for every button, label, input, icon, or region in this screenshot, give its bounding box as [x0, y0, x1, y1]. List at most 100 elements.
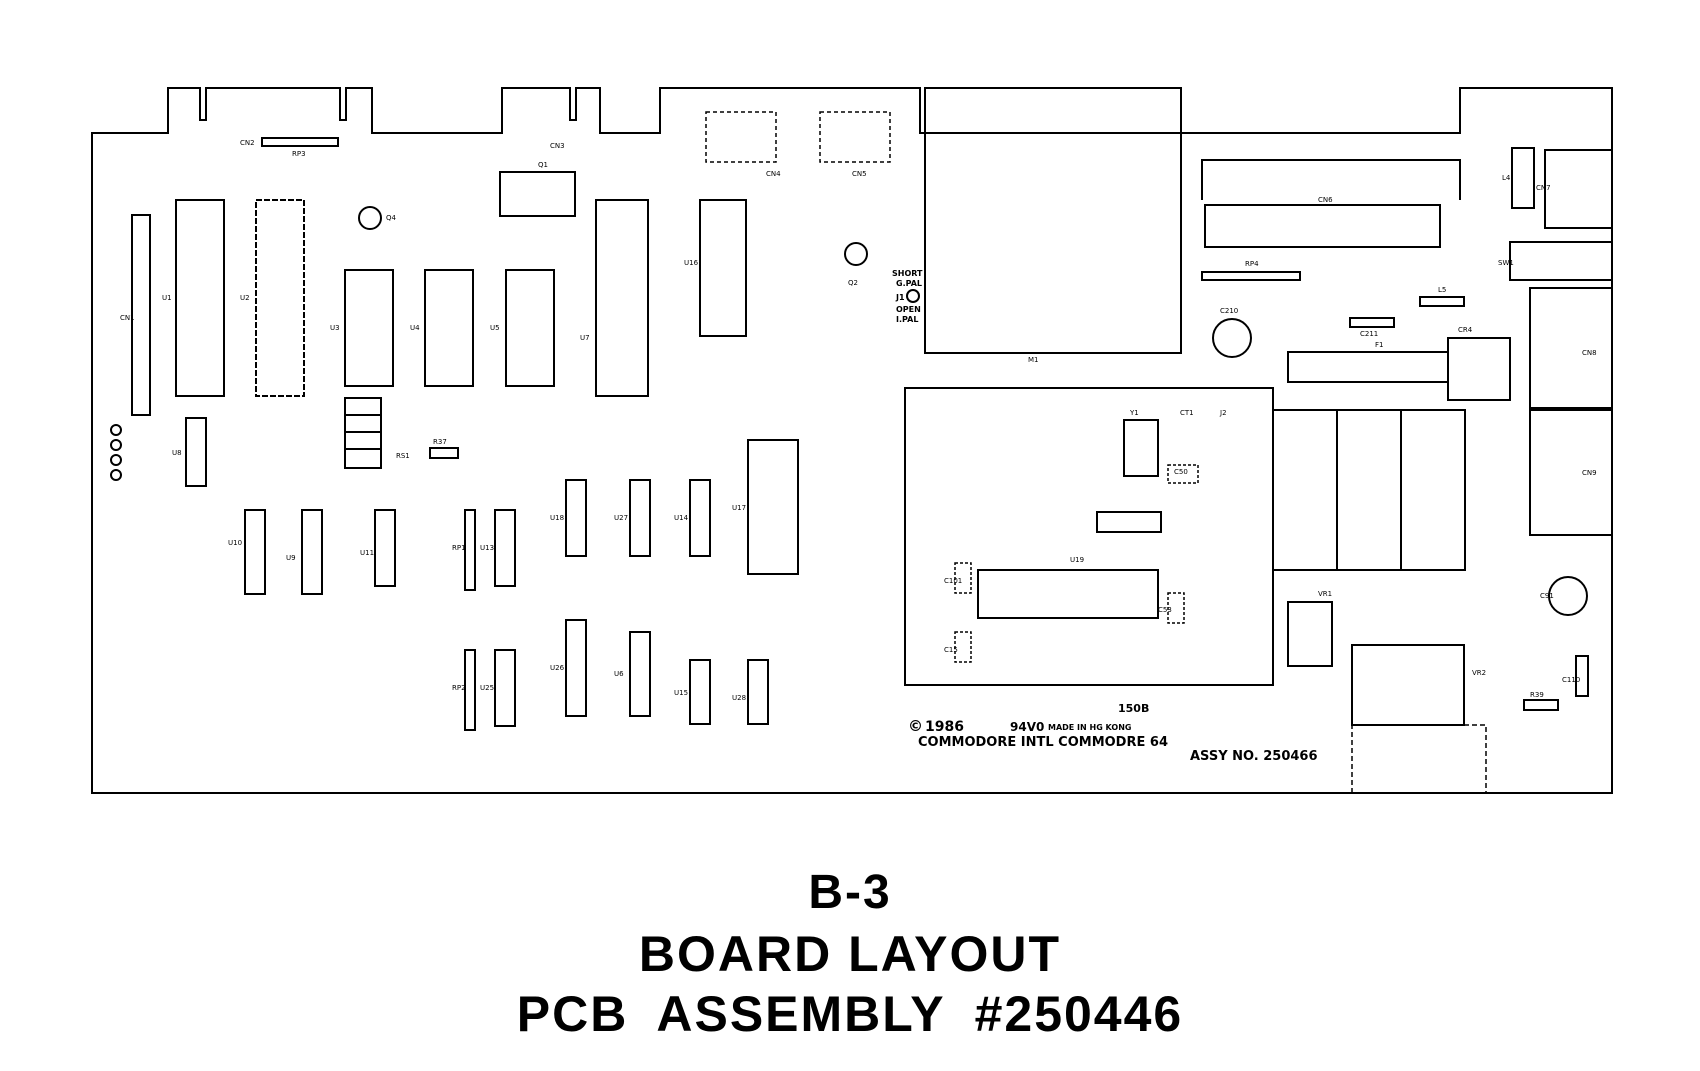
m1-label: M1 — [1028, 356, 1039, 364]
inductor-l4 — [1511, 147, 1535, 209]
component-label: SW1 — [1498, 259, 1514, 267]
component-label: L4 — [1502, 174, 1511, 182]
component-label: U7 — [580, 334, 590, 342]
port-cn4-label: CN4 — [766, 170, 781, 178]
chip-u6 — [629, 631, 651, 717]
regulator-vr2 — [1351, 644, 1465, 726]
copyright-symbol: © — [908, 717, 923, 735]
board-rev: 150B — [1118, 702, 1149, 715]
component-label: U9 — [286, 554, 296, 562]
cap-c110 — [1575, 655, 1589, 697]
transistor-q4 — [358, 206, 382, 230]
rating: 94V0 — [1010, 720, 1044, 734]
inductor-l5 — [1419, 296, 1465, 307]
maker-line: COMMODORE INTL COMMODRE 64 — [918, 735, 1168, 750]
fuse-f1 — [1287, 351, 1449, 383]
port-cn3-label: CN3 — [550, 142, 565, 150]
port-cn6 — [1204, 204, 1441, 248]
chip-u3 — [344, 269, 394, 387]
component-label: U28 — [732, 694, 746, 702]
cap-c50 — [1167, 464, 1199, 484]
component-label: U14 — [674, 514, 689, 522]
port-cn6-label: CN6 — [1318, 196, 1333, 204]
rp3-component — [261, 137, 339, 147]
port-cn8 — [1529, 287, 1613, 409]
component-label: RP2 — [452, 684, 466, 692]
chip-u26 — [565, 619, 587, 717]
component-label: U6 — [614, 670, 624, 678]
chip-u8 — [185, 417, 207, 487]
component-label: U1 — [162, 294, 172, 302]
chip-u5 — [505, 269, 555, 387]
component-label: U19 — [1070, 556, 1084, 564]
heatsink-area — [1272, 409, 1466, 571]
chip-u25 — [494, 649, 516, 727]
port-cn9 — [1529, 409, 1613, 536]
cap-c210 — [1212, 318, 1252, 358]
port-cn7 — [1544, 149, 1613, 229]
rp1-component — [464, 509, 476, 591]
cap-c91 — [1548, 576, 1588, 616]
q1-component — [499, 171, 576, 217]
chip-u13 — [494, 509, 516, 587]
copyright-year: 1986 — [925, 719, 964, 735]
expansion-port-outline — [1201, 159, 1461, 200]
port-cn4 — [705, 111, 777, 163]
component-label: Q4 — [386, 214, 397, 222]
chip-u17 — [747, 439, 799, 575]
component-label: U3 — [330, 324, 340, 332]
component-label: Y1 — [1129, 409, 1139, 417]
rf-modulator-m1 — [924, 87, 1182, 354]
chip-small-u — [1096, 511, 1162, 533]
cap-c53 — [1167, 592, 1185, 624]
diode-cr16 — [110, 469, 122, 481]
chip-u28 — [747, 659, 769, 725]
figure-title: BOARD LAYOUT — [638, 926, 1062, 982]
component-label: U16 — [684, 259, 699, 267]
component-label: C15 — [944, 646, 958, 654]
shield-area — [904, 387, 1274, 686]
port-cn5 — [819, 111, 891, 163]
rp2-component — [464, 649, 476, 731]
resistor-r37 — [429, 447, 459, 459]
component-label: C50 — [1174, 468, 1188, 476]
jumper-open: OPEN — [896, 305, 921, 314]
component-label: CN7 — [1536, 184, 1551, 192]
crystal-y1 — [1123, 419, 1159, 477]
jumper-name: J1 — [895, 293, 905, 302]
component-label: R37 — [433, 438, 447, 446]
chip-u11 — [374, 509, 396, 587]
resistor-r39 — [1523, 699, 1559, 711]
transistor-q2 — [844, 242, 868, 266]
cap-c211 — [1349, 317, 1395, 328]
component-label: CN8 — [1582, 349, 1597, 357]
component-label: U18 — [550, 514, 564, 522]
chip-u10 — [244, 509, 266, 595]
component-label: C53 — [1158, 606, 1172, 614]
cap-c101 — [954, 562, 972, 594]
chip-u2 — [255, 199, 305, 397]
cap-c15 — [954, 631, 972, 663]
jumper-open-mode: I.PAL — [896, 315, 918, 324]
component-label: U10 — [228, 539, 242, 547]
cn1-label: CN1 — [120, 314, 135, 322]
component-label: C110 — [1562, 676, 1580, 684]
component-label: VR1 — [1318, 590, 1332, 598]
chip-u27 — [629, 479, 651, 557]
component-label: L5 — [1438, 286, 1446, 294]
chip-u18 — [565, 479, 587, 557]
chip-u15 — [689, 659, 711, 725]
component-label: U2 — [240, 294, 250, 302]
component-label: U17 — [732, 504, 746, 512]
jumper-j1 — [906, 289, 920, 303]
component-label: U4 — [410, 324, 420, 332]
component-label: VR2 — [1472, 669, 1486, 677]
rp4-component — [1201, 271, 1301, 281]
component-label: U26 — [550, 664, 565, 672]
component-label: C91 — [1540, 592, 1554, 600]
chip-u14 — [689, 479, 711, 557]
diode-cr13 — [110, 439, 122, 451]
connector-cn1 — [131, 214, 151, 416]
figure-code: B-3 — [808, 866, 892, 919]
port-cn2-label: CN2 — [240, 139, 255, 147]
